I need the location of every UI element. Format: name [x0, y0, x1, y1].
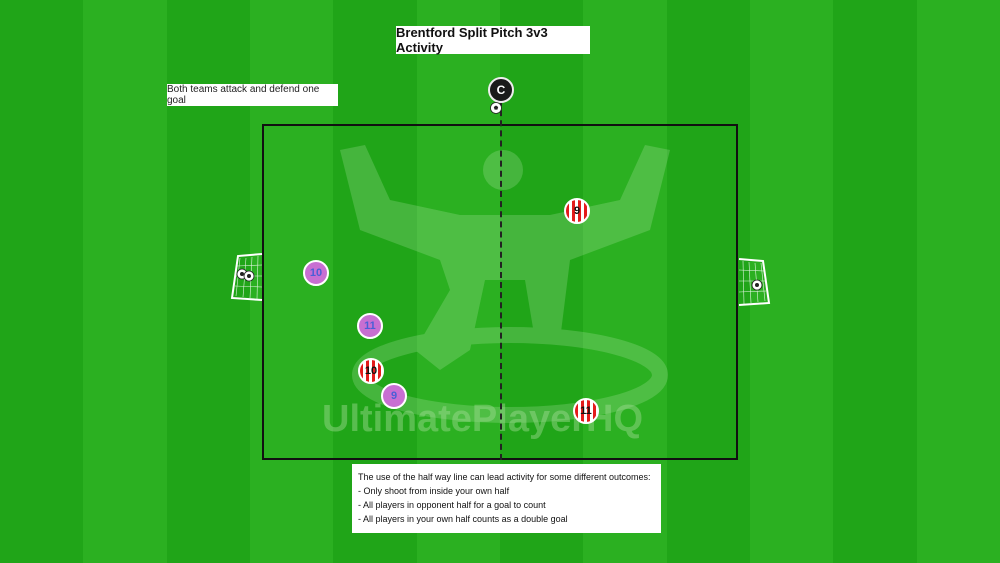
info-panel: The use of the half way line can lead ac… [352, 464, 661, 533]
note-label: Both teams attack and defend one goal [167, 84, 338, 106]
player-purple-10: 10 [303, 260, 329, 286]
football-icon [490, 102, 502, 114]
halfway-line [500, 100, 502, 460]
player-red-10: 10 [358, 358, 384, 384]
goal-net-icon-left [230, 253, 263, 301]
diagram-title: Brentford Split Pitch 3v3 Activity [396, 25, 590, 55]
goal-net-icon-right [738, 258, 771, 306]
info-line: - All players in your own half counts as… [358, 514, 568, 524]
player-red-11: 11 [573, 398, 599, 424]
player-purple-9: 9 [381, 383, 407, 409]
info-line: The use of the half way line can lead ac… [358, 472, 651, 482]
info-line: - Only shoot from inside your own half [358, 486, 510, 496]
coach-marker: C [488, 77, 514, 103]
player-purple-11: 11 [357, 313, 383, 339]
info-line: - All players in opponent half for a goa… [358, 500, 546, 510]
player-red-9: 9 [564, 198, 590, 224]
